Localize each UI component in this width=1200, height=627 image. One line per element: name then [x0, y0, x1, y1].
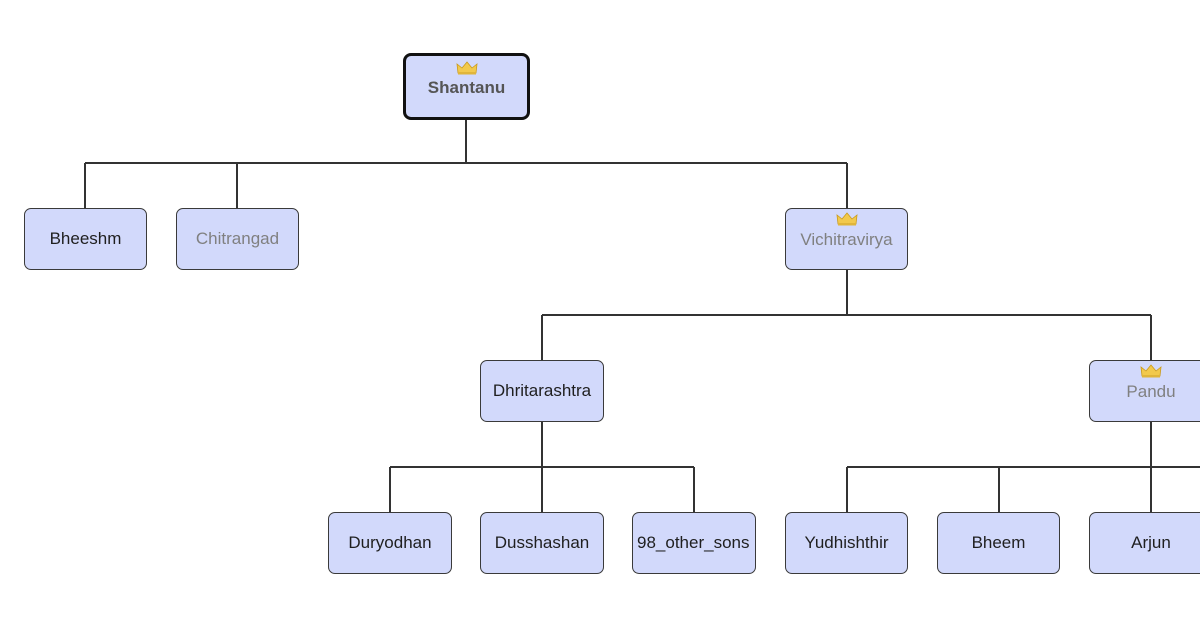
connector-shantanu — [84, 120, 848, 208]
node-label: Duryodhan — [348, 533, 432, 552]
node-label: Bheem — [971, 533, 1026, 552]
node-arjun[interactable]: Arjun — [1089, 512, 1200, 574]
node-yudhishthir[interactable]: Yudhishthir — [785, 512, 908, 574]
node-label: Yudhishthir — [804, 533, 889, 552]
crown-icon — [835, 212, 858, 226]
crown-icon — [455, 61, 478, 75]
node-dusshashan[interactable]: Dusshashan — [480, 512, 604, 574]
node-label: Dusshashan — [494, 533, 590, 552]
node-chitrangad[interactable]: Chitrangad — [176, 208, 299, 270]
connector-vichitravirya — [541, 270, 1152, 360]
node-duryodhan[interactable]: Duryodhan — [328, 512, 452, 574]
node-label: Arjun — [1131, 533, 1171, 552]
node-vichitravirya[interactable]: Vichitravirya — [785, 208, 908, 270]
node-label: Dhritarashtra — [492, 381, 592, 400]
node-label: Shantanu — [427, 77, 506, 97]
node-label: Vichitravirya — [800, 230, 893, 249]
node-bheeshm[interactable]: Bheeshm — [24, 208, 147, 270]
node-label: Chitrangad — [195, 229, 280, 248]
node-dhritarashtra[interactable]: Dhritarashtra — [480, 360, 604, 422]
node-pandu[interactable]: Pandu — [1089, 360, 1200, 422]
node-label: Pandu — [1126, 382, 1176, 401]
node-label: Bheeshm — [49, 229, 122, 248]
connector-dhritarashtra — [389, 422, 695, 512]
node-98-other-sons[interactable]: 98_other_sons — [632, 512, 756, 574]
node-label: 98_other_sons — [637, 533, 750, 552]
connector-pandu — [846, 422, 1200, 512]
node-shantanu[interactable]: Shantanu — [403, 53, 530, 120]
crown-icon — [1140, 364, 1162, 378]
node-bheem[interactable]: Bheem — [937, 512, 1060, 574]
